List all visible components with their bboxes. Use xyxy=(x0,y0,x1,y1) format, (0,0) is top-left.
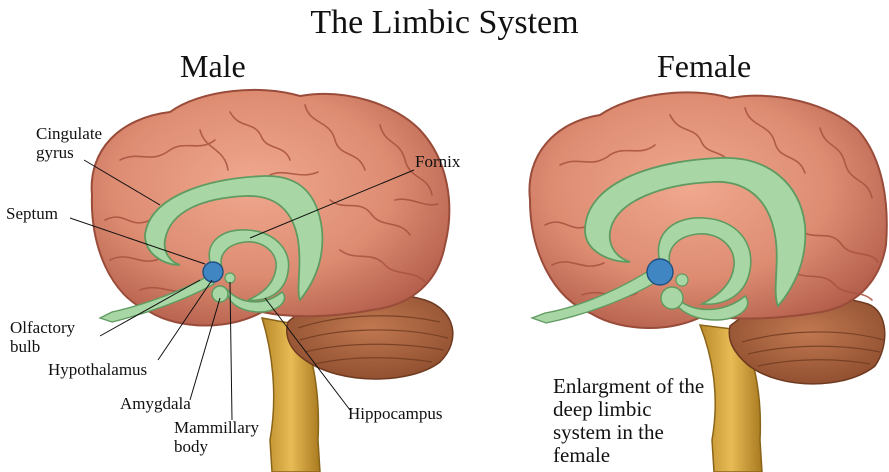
label-septum: Septum xyxy=(6,204,58,223)
label-hypothalamus: Hypothalamus xyxy=(48,360,147,379)
male-hypothalamus-shape xyxy=(203,262,223,282)
label-amygdala: Amygdala xyxy=(120,394,191,413)
female-cerebrum xyxy=(529,92,886,328)
male-mammillary-shape xyxy=(225,273,235,283)
female-enlargement-note: Enlargment of the deep limbic system in … xyxy=(553,375,713,467)
female-amygdala-shape xyxy=(661,287,683,309)
label-mammillary-body: Mammillary body xyxy=(174,418,274,456)
male-panel-title: Male xyxy=(180,50,246,82)
label-fornix: Fornix xyxy=(415,152,460,171)
label-hippocampus: Hippocampus xyxy=(348,404,442,423)
female-panel-title: Female xyxy=(657,50,751,82)
label-cingulate-gyrus: Cingulate gyrus xyxy=(36,124,126,162)
female-mammillary-shape xyxy=(676,274,688,286)
diagram-title: The Limbic System xyxy=(0,6,889,40)
female-hypothalamus-shape xyxy=(647,259,673,285)
label-olfactory-bulb: Olfactory bulb xyxy=(10,318,90,356)
